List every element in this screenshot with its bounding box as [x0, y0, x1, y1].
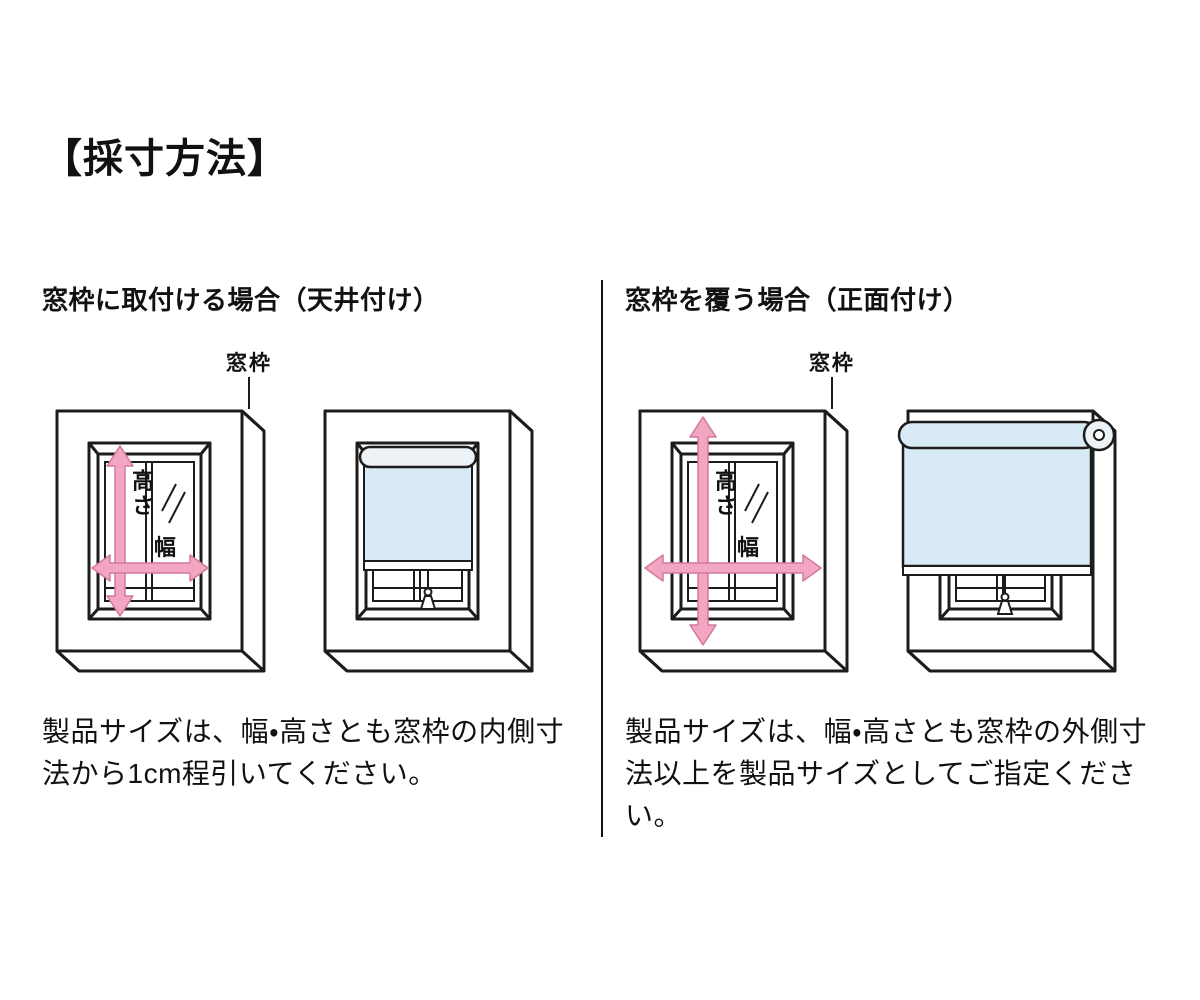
panel-heading-outside-mount: 窓枠を覆う場合（正面付け） [624, 285, 970, 315]
measurement-arrows [644, 416, 822, 646]
blind-roller [897, 420, 1099, 450]
blind-roller [358, 445, 478, 469]
height-arrow [689, 416, 717, 646]
window-frame-label: 窓枠 [808, 352, 855, 375]
window-frame-measure-illustration [55, 377, 266, 673]
outside-mount-measure-diagram: 窓枠 高さ 幅 [625, 351, 875, 681]
inside-mount-blind-diagram [310, 351, 560, 681]
roller-blind [358, 445, 478, 610]
height-label: 高さ [711, 469, 737, 519]
blind-sheet [901, 444, 1093, 568]
blind-bottom-rail [901, 565, 1092, 576]
width-arrow [644, 554, 822, 582]
panels-row: 窓枠に取付ける場合（天井付け） [42, 280, 1162, 837]
height-label: 高さ [129, 469, 154, 519]
measurement-arrows [91, 445, 209, 617]
width-label: 幅 [154, 535, 177, 560]
glass-shine [751, 491, 769, 524]
roller-blind-front [897, 418, 1116, 615]
measurement-guide-page: 【採寸方法】 窓枠に取付ける場合（天井付け） [42, 137, 1162, 837]
window-frame-label: 窓枠 [226, 352, 272, 375]
outside-mount-description: 製品サイズは、幅・高さとも窓枠の外側寸法以上を製品サイズとしてご指定ください。 [624, 716, 1148, 831]
page-title: 【採寸方法】 [42, 137, 288, 181]
glass-shine [168, 491, 186, 524]
window-frame [55, 409, 266, 673]
blind-bottom-rail [363, 560, 473, 571]
height-arrow [106, 445, 134, 617]
window-frame-measure-illustration [638, 377, 849, 673]
window-sash [686, 461, 778, 602]
cord-ring [1000, 592, 1010, 602]
panel-divider [600, 280, 603, 837]
panel-outside-mount: 窓枠を覆う場合（正面付け） [603, 280, 1162, 837]
outside-mount-blind-diagram [893, 351, 1143, 681]
glass-shine [744, 483, 760, 512]
inside-mount-measure-diagram: 窓枠 高さ 幅 [42, 351, 292, 681]
outside-mount-diagrams: 窓枠 高さ 幅 [625, 351, 1162, 681]
blind-sheet [363, 464, 473, 562]
width-label: 幅 [736, 535, 759, 560]
inside-mount-diagrams: 窓枠 高さ 幅 [42, 351, 585, 681]
cord-tassel [419, 595, 437, 610]
cord-ring [423, 587, 433, 597]
width-arrow [91, 554, 209, 582]
panel-heading-inside-mount: 窓枠に取付ける場合（天井付け） [42, 285, 440, 315]
roller-end-cap-center [1092, 429, 1105, 441]
glass-shine [161, 483, 177, 512]
panel-inside-mount: 窓枠に取付ける場合（天井付け） [42, 280, 601, 837]
blind-covering-frame-illustration [897, 409, 1117, 673]
inside-mount-description: 製品サイズは、幅・高さとも窓枠の内側寸法から1cm程引いてください。 [42, 716, 565, 789]
blind-inside-frame-illustration [323, 409, 534, 673]
cord-tassel [996, 600, 1014, 615]
